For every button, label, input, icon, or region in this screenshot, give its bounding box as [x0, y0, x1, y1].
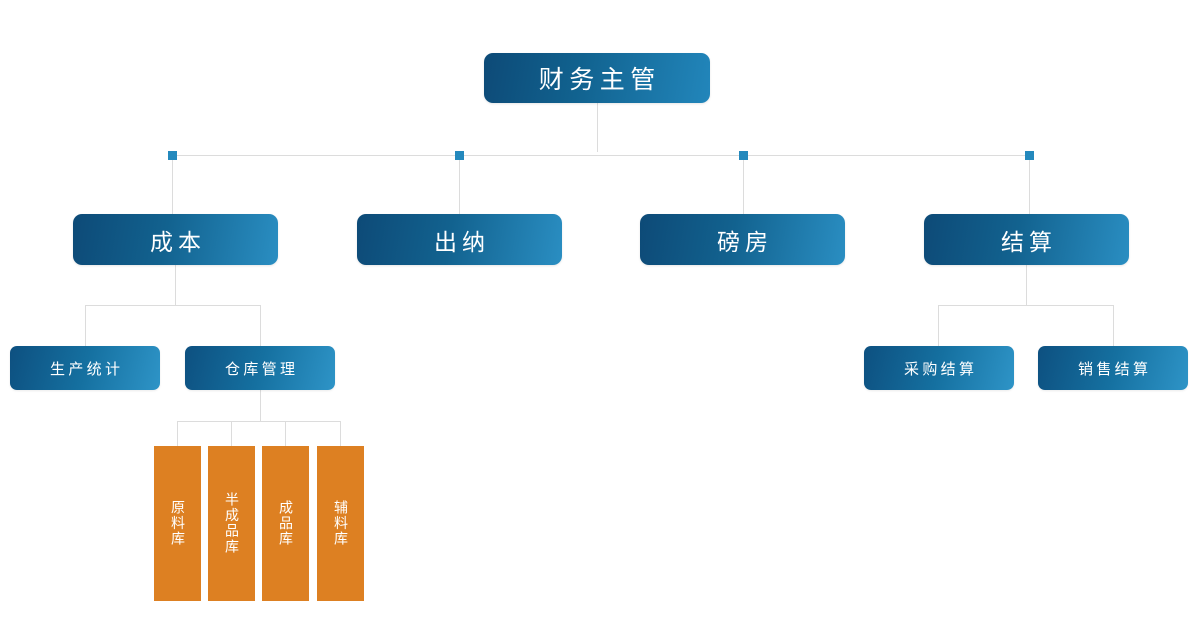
connector-drop-pangfang	[743, 155, 744, 214]
node-cangkuguanli[interactable]: 仓库管理	[185, 346, 335, 390]
node-label: 仓库管理	[225, 360, 299, 378]
node-xiaoshoujiesuan[interactable]: 销售结算	[1038, 346, 1188, 390]
junction-marker-chuna	[455, 151, 464, 160]
node-label: 生产统计	[50, 360, 124, 378]
node-label: 结算	[1000, 228, 1058, 255]
connector-drop-xiaoshoujiesuan	[1113, 305, 1114, 346]
node-label: 半成品库	[223, 492, 240, 555]
connector-level1-bus	[168, 155, 1030, 156]
connector-warehouse-bus	[177, 421, 341, 422]
connector-drop-yuanliaoku	[177, 421, 178, 447]
connector-drop-shengchantongji	[85, 305, 86, 346]
connector-drop-fuliaoku	[340, 421, 341, 447]
connector-jiesuan-bus	[938, 305, 1114, 306]
connector-chengben-bus	[85, 305, 261, 306]
connector-drop-cangkuguanli	[260, 305, 261, 346]
connector-drop-chuna	[459, 155, 460, 214]
connector-chengben-stem	[175, 265, 176, 306]
node-jiesuan[interactable]: 结算	[924, 214, 1129, 265]
junction-marker-chengben	[168, 151, 177, 160]
junction-marker-jiesuan	[1025, 151, 1034, 160]
node-label: 成品库	[277, 499, 294, 548]
connector-jiesuan-stem	[1026, 265, 1027, 306]
node-yuanliaoku[interactable]: 原料库	[154, 446, 201, 601]
connector-drop-chengben	[172, 155, 173, 214]
node-label: 采购结算	[904, 360, 978, 378]
junction-marker-pangfang	[739, 151, 748, 160]
node-banchengpinku[interactable]: 半成品库	[208, 446, 255, 601]
node-label: 财务主管	[538, 66, 661, 94]
connector-cangkuguanli-stem	[260, 390, 261, 422]
node-label: 辅料库	[332, 499, 349, 548]
node-shengchantongji[interactable]: 生产统计	[10, 346, 160, 390]
connector-drop-caigoujiesuan	[938, 305, 939, 346]
node-fuliaoku[interactable]: 辅料库	[317, 446, 364, 601]
node-root-caiwuzhuguan[interactable]: 财务主管	[484, 53, 710, 103]
connector-root-stem	[597, 103, 598, 152]
node-label: 出纳	[433, 228, 491, 255]
connector-drop-banchengpinku	[231, 421, 232, 447]
node-label: 销售结算	[1078, 360, 1152, 378]
node-label: 成本	[149, 228, 207, 255]
node-pangfang[interactable]: 磅房	[640, 214, 845, 265]
connector-drop-chengpinku	[285, 421, 286, 447]
node-chengpinku[interactable]: 成品库	[262, 446, 309, 601]
node-label: 磅房	[716, 228, 774, 255]
node-caigoujiesuan[interactable]: 采购结算	[864, 346, 1014, 390]
node-label: 原料库	[169, 499, 186, 548]
connector-drop-jiesuan	[1029, 155, 1030, 214]
node-chuna[interactable]: 出纳	[357, 214, 562, 265]
node-chengben[interactable]: 成本	[73, 214, 278, 265]
